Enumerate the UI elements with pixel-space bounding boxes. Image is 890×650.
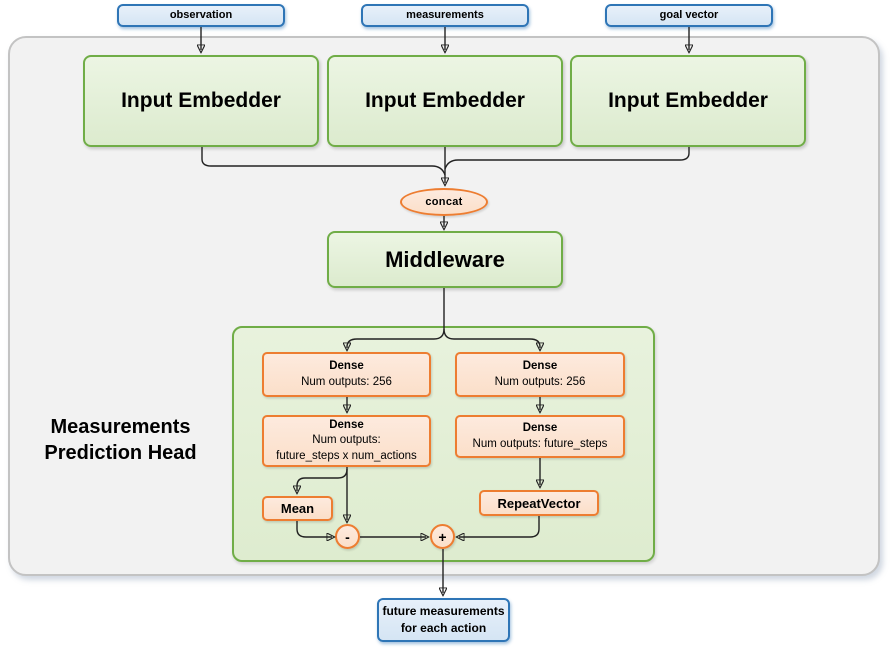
dense-right-2-detail: Num outputs: future_steps (472, 437, 608, 450)
input-embedder-3-label: Input Embedder (608, 89, 768, 112)
input-embedder-3: Input Embedder (570, 55, 806, 147)
plus-circle: + (430, 524, 455, 549)
input-box-observation: observation (117, 4, 285, 27)
prediction-head-title: Measurements Prediction Head (44, 416, 197, 464)
input-embedder-2-label: Input Embedder (365, 89, 525, 112)
output-box: future measurements for each action (377, 598, 510, 642)
concat-label: concat (425, 196, 463, 208)
dense-left-2-title: Dense (329, 419, 364, 432)
minus-circle: - (335, 524, 360, 549)
dense-left-2-detail-2: future_steps x num_actions (276, 449, 417, 462)
middleware-label: Middleware (385, 246, 505, 272)
output-label-line2: for each action (400, 621, 487, 635)
input-embedder-2: Input Embedder (327, 55, 563, 147)
input-label-measurements: measurements (406, 8, 484, 21)
concat-ellipse: concat (400, 188, 488, 216)
dense-right-1-title: Dense (522, 360, 558, 373)
dense-right-1-detail: Num outputs: 256 (494, 375, 586, 388)
input-box-measurements: measurements (361, 4, 529, 27)
repeat-vector-box: RepeatVector (479, 490, 599, 516)
dense-right-1: Dense Num outputs: 256 (455, 352, 625, 397)
dense-left-2-detail-1: Num outputs: (312, 434, 381, 447)
dense-left-1-title: Dense (329, 360, 364, 373)
input-label-observation: observation (169, 8, 233, 21)
mean-box: Mean (262, 496, 333, 521)
input-embedder-1-label: Input Embedder (121, 89, 281, 112)
dense-left-1-detail: Num outputs: 256 (301, 375, 392, 388)
dense-left-2: Dense Num outputs: future_steps x num_ac… (262, 415, 431, 467)
middleware-box: Middleware (327, 231, 563, 288)
input-box-goal-vector: goal vector (605, 4, 773, 27)
output-label-line1: future measurements (382, 604, 505, 619)
input-label-goal-vector: goal vector (659, 8, 719, 21)
dense-right-2: Dense Num outputs: future_steps (455, 415, 625, 458)
dense-left-1: Dense Num outputs: 256 (262, 352, 431, 397)
dense-right-2-title: Dense (522, 422, 558, 435)
input-embedder-1: Input Embedder (83, 55, 319, 147)
